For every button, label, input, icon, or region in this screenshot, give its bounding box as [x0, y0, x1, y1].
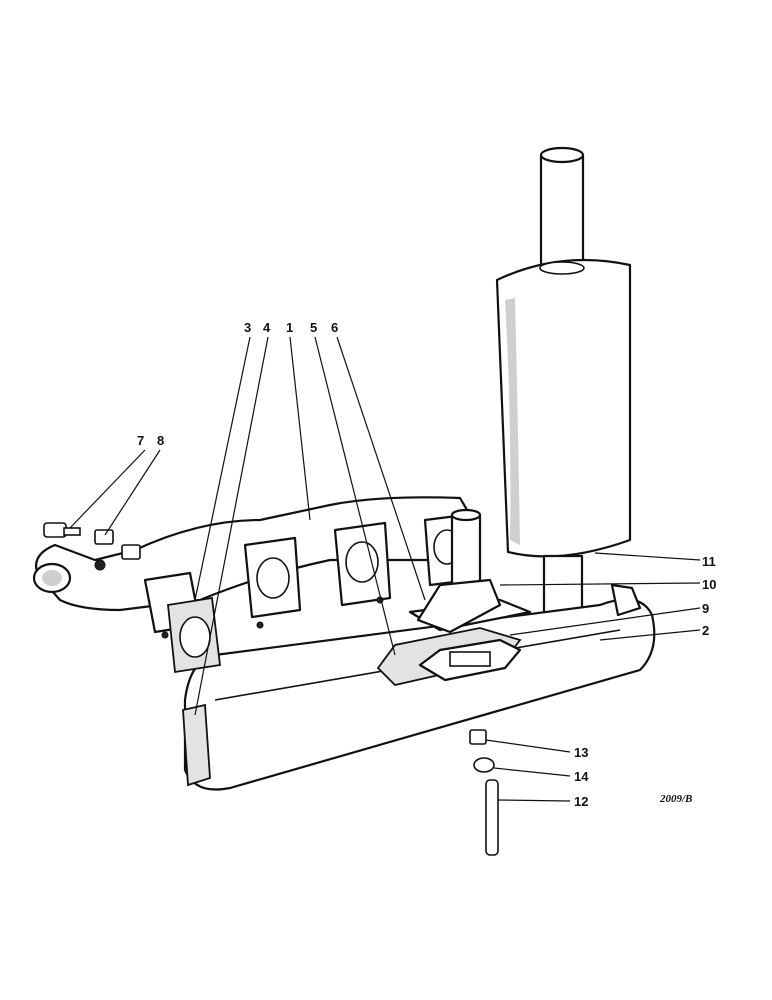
callout-12: 12 [574, 794, 588, 809]
callout-11: 11 [702, 554, 716, 569]
callout-13: 13 [574, 745, 588, 760]
callout-14: 14 [574, 769, 589, 784]
callout-7: 7 [137, 433, 144, 448]
callout-2: 2 [702, 623, 709, 638]
callout-10: 10 [702, 577, 716, 592]
muffler [495, 146, 632, 673]
drawing-code: 2009/B [659, 793, 692, 805]
callout-6: 6 [331, 320, 338, 335]
callout-9: 9 [702, 601, 709, 616]
manifold-gasket [167, 596, 221, 674]
bolt-and-nut [43, 522, 141, 571]
callout-5: 5 [310, 320, 317, 335]
callout-8: 8 [157, 433, 164, 448]
callout-4: 4 [263, 320, 271, 335]
exhaust-elbow [416, 508, 502, 634]
callout-3: 3 [244, 320, 251, 335]
exhaust-manifold [32, 496, 472, 639]
drain-assembly [469, 729, 499, 856]
leader-lines [69, 336, 701, 802]
callout-1: 1 [286, 320, 293, 335]
